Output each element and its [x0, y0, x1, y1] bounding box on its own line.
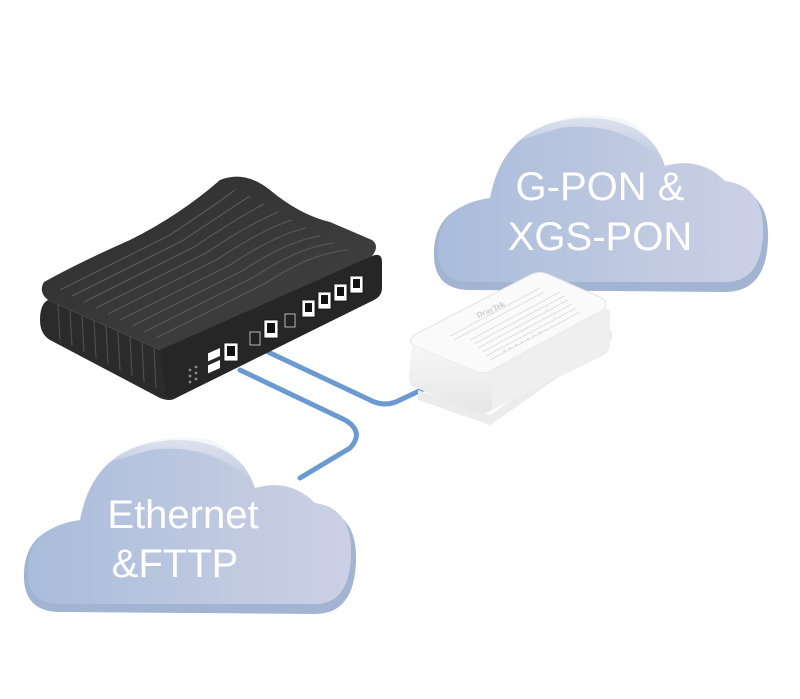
ont-device: DrayTek [408, 272, 612, 425]
router-ridges [59, 189, 349, 339]
sfp-port-icon [249, 331, 261, 346]
cloud-ethernet-top [27, 440, 352, 604]
ont-front [408, 345, 492, 414]
cable-router-to-ont [265, 349, 435, 407]
ont-side [492, 308, 610, 410]
cables [237, 349, 435, 481]
cloud-pon-highlight [520, 115, 662, 160]
ont-leds [503, 329, 547, 352]
cloud-ethernet-label-line2: &FTTP [112, 542, 239, 586]
router-left-side [40, 300, 176, 400]
router-usb-ports [208, 348, 220, 374]
cloud-pon-label-line2: XGS-PON [508, 215, 692, 259]
cloud-pon: G-PON & XGS-PON [433, 115, 769, 292]
cloud-pon-top [437, 118, 764, 282]
usb-port-icon [208, 348, 220, 362]
cloud-ethernet-label-line1: Ethernet [107, 493, 258, 537]
router-device [40, 176, 382, 400]
router-top [41, 176, 376, 353]
cloud-ethernet: Ethernet &FTTP [23, 437, 357, 614]
ont-vent-lines [449, 287, 581, 361]
ont-shadow [418, 330, 612, 425]
usb-port-icon [208, 360, 220, 374]
router-side-ridges [57, 304, 157, 389]
cloud-ethernet-highlight [110, 437, 252, 482]
cloud-pon-label-line1: G-PON & [516, 165, 685, 209]
ont-top [410, 272, 607, 374]
cable-router-to-ethernet-cloud [237, 367, 359, 481]
router-vent-dots [188, 365, 198, 384]
sfp-port-icon [284, 313, 296, 328]
